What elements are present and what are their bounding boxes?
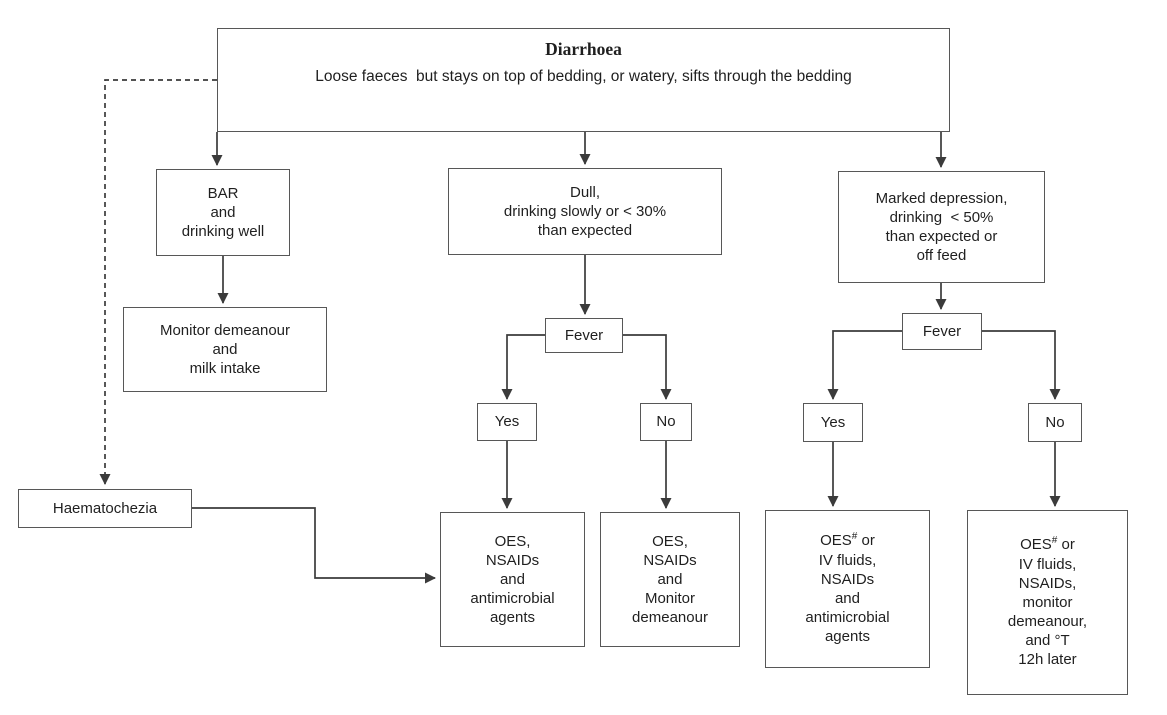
fever-middle-label: Fever [564,326,604,344]
oes-iv-fluids-monitor-temp-firstline: OES# or [1020,535,1075,554]
no-middle-label: No [656,413,676,431]
node-fever-middle: Fever [545,318,623,353]
node-oes-iv-fluids-monitor-temp: OES# or IV fluids, NSAIDs, monitor demea… [967,510,1128,695]
connector-haematochezia-to-oes [192,507,436,584]
node-yes-middle: Yes [477,403,537,441]
oes-prefix: OES [820,532,852,550]
node-no-right: No [1028,403,1082,442]
monitor-demeanour-milk-label: Monitor demeanour and milk intake [159,321,291,378]
yes-right-label: Yes [820,413,846,431]
oes-iv-fluids-antimicrobial-label: IV fluids, NSAIDs and antimicrobial agen… [805,551,890,646]
node-monitor-demeanour-milk: Monitor demeanour and milk intake [123,307,327,392]
bar-drinking-well-label: BAR and drinking well [181,184,265,241]
node-oes-iv-fluids-antimicrobial: OES# or IV fluids, NSAIDs and antimicrob… [765,510,930,668]
yes-middle-label: Yes [494,413,520,431]
connector-fever-right-to-yes [827,330,902,400]
node-oes-nsaids-antimicrobial: OES, NSAIDs and antimicrobial agents [440,512,585,647]
oes-superscript: # [1051,535,1058,547]
node-no-middle: No [640,403,692,441]
haematochezia-label: Haematochezia [52,499,158,517]
diarrhoea-title: Diarrhoea [545,39,622,59]
connector-fever-mid-to-no [623,334,672,400]
oes-nsaids-monitor-label: OES, NSAIDs and Monitor demeanour [632,532,708,627]
node-dull-drinking-slowly: Dull, drinking slowly or < 30% than expe… [448,168,722,255]
oes-iv-fluids-antimicrobial-firstline: OES# or [820,531,875,550]
no-right-label: No [1045,413,1065,431]
dull-drinking-slowly-label: Dull, drinking slowly or < 30% than expe… [503,183,667,240]
connector-fever-mid-to-yes [501,334,545,400]
diarrhoea-subtitle: Loose faeces but stays on top of bedding… [315,68,852,86]
oes-suffix: or [1061,536,1075,554]
node-haematochezia: Haematochezia [18,489,192,528]
node-bar-drinking-well: BAR and drinking well [156,169,290,256]
oes-superscript: # [851,531,858,543]
marked-depression-label: Marked depression, drinking < 50% than e… [875,189,1008,265]
connector-main-to-haematochezia-dashed [99,79,217,485]
oes-iv-fluids-monitor-temp-label: IV fluids, NSAIDs, monitor demeanour, an… [1007,555,1088,669]
oes-suffix: or [861,532,875,550]
node-yes-right: Yes [803,403,863,442]
node-diarrhoea: Diarrhoea Loose faeces but stays on top … [217,28,950,132]
oes-prefix: OES [1020,536,1052,554]
fever-right-label: Fever [922,322,962,340]
node-oes-nsaids-monitor: OES, NSAIDs and Monitor demeanour [600,512,740,647]
node-fever-right: Fever [902,313,982,350]
node-marked-depression: Marked depression, drinking < 50% than e… [838,171,1045,283]
oes-nsaids-antimicrobial-label: OES, NSAIDs and antimicrobial agents [470,532,555,627]
connector-fever-right-to-no [982,330,1061,400]
